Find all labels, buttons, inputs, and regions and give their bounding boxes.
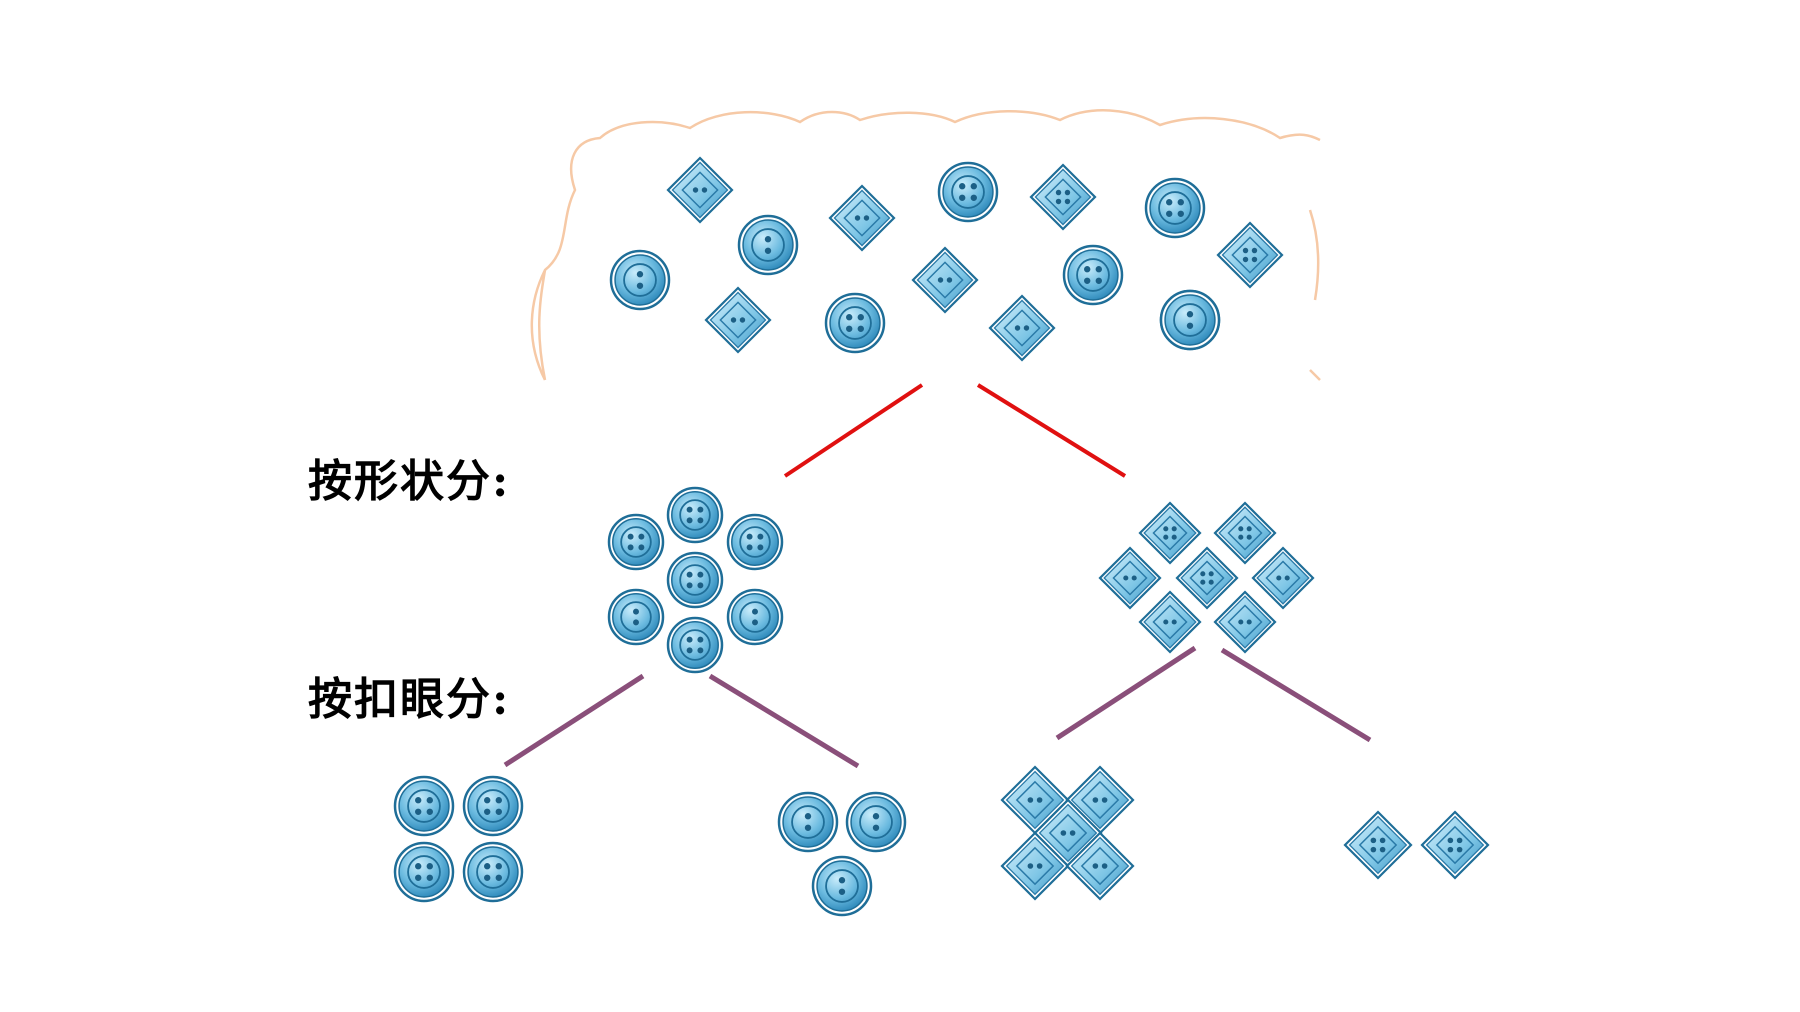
square-2-hole-button (1065, 831, 1135, 901)
round-2-hole-button (1159, 289, 1221, 351)
square-2-hole-button (828, 184, 896, 252)
round-2-hole-button (609, 249, 671, 311)
round-4-hole-button (1144, 177, 1206, 239)
square-2-hole-button (666, 156, 734, 224)
sort-by-holes-label: 按扣眼分: (308, 674, 511, 725)
hole-split-line-2 (708, 673, 860, 769)
cloud-outline (530, 109, 1321, 381)
hole-split-line-1 (503, 673, 645, 768)
round-button (726, 513, 784, 571)
round-2-hole-button (845, 791, 907, 853)
round-2-hole-button (811, 855, 873, 917)
square-2-hole-button (704, 286, 772, 354)
square-button (1213, 501, 1277, 565)
sort-by-shape-label: 按形状分: (308, 456, 511, 507)
square-button (1175, 546, 1239, 610)
round-button (666, 616, 724, 674)
square-button (1138, 590, 1202, 654)
round-button (607, 588, 665, 646)
square-4-hole-button (1216, 221, 1284, 289)
hole-split-line-4 (1220, 647, 1372, 743)
round-button (666, 486, 724, 544)
hole-split-line-3 (1055, 645, 1197, 741)
round-4-hole-button (393, 775, 455, 837)
square-2-hole-button (988, 294, 1056, 362)
round-button (666, 551, 724, 609)
square-2-hole-button (911, 246, 979, 314)
square-4-hole-button (1029, 163, 1097, 231)
square-2-hole-button (1000, 831, 1070, 901)
square-4-hole-button (1343, 810, 1413, 880)
square-button (1251, 546, 1315, 610)
shape-split-line-left (783, 383, 924, 478)
shape-split-line-right (976, 383, 1127, 478)
round-2-hole-button (777, 791, 839, 853)
round-4-hole-button (393, 841, 455, 903)
round-4-hole-button (937, 161, 999, 223)
square-button (1213, 590, 1277, 654)
round-4-hole-button (462, 841, 524, 903)
round-button (607, 513, 665, 571)
round-2-hole-button (737, 214, 799, 276)
round-4-hole-button (1062, 244, 1124, 306)
round-4-hole-button (462, 775, 524, 837)
square-4-hole-button (1420, 810, 1490, 880)
round-4-hole-button (824, 292, 886, 354)
square-button (1098, 546, 1162, 610)
round-button (726, 588, 784, 646)
square-button (1138, 501, 1202, 565)
